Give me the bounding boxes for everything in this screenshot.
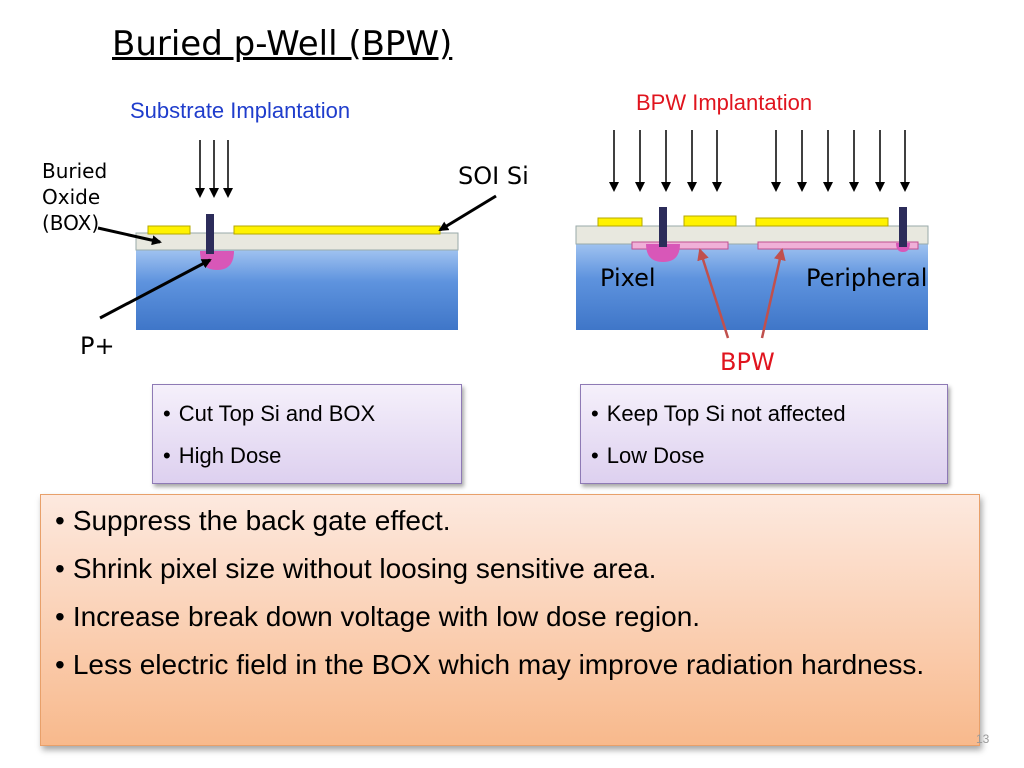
right-contact-1 [659, 207, 667, 247]
substrate-implantation-label: Substrate Implantation [130, 98, 351, 123]
summary-item: Less electric field in the BOX which may… [55, 649, 965, 681]
buried-oxide-label-line: Buried [42, 159, 108, 183]
right-box-layer [575, 225, 929, 245]
right-top-si-2 [683, 215, 737, 227]
summary-item: Increase break down voltage with low dos… [55, 601, 965, 633]
bpw-implant-arrows [609, 130, 910, 192]
summary-box: Suppress the back gate effect. Shrink pi… [40, 494, 980, 746]
left-bullet-box: Cut Top Si and BOX High Dose [152, 384, 462, 484]
box-pointer-arrow [97, 226, 162, 246]
bpw-pointer-arrow-peripheral [760, 248, 786, 339]
pixel-label: Pixel [600, 264, 656, 292]
right-bullet-item: Low Dose [591, 435, 937, 477]
left-substrate [136, 250, 458, 330]
buried-oxide-label-line: (BOX) [42, 211, 100, 235]
right-substrate [576, 244, 928, 330]
right-top-si-1 [597, 217, 643, 227]
p-plus-pointer-arrow [99, 258, 212, 320]
p-plus-label: P+ [80, 332, 115, 360]
right-p-plus-region [646, 244, 680, 262]
soi-pointer-arrow [438, 194, 497, 232]
left-contact [206, 214, 214, 254]
slide-number: 13 [976, 732, 990, 746]
right-top-si-3 [755, 217, 889, 227]
buried-oxide-label: Buried Oxide (BOX) [42, 158, 107, 236]
bpw-implantation-label: BPW Implantation [636, 90, 813, 115]
left-box-layer [135, 232, 459, 251]
substrate-implant-arrows [195, 140, 233, 198]
bpw-label: BPW [720, 348, 775, 376]
left-wafer-structure [135, 214, 459, 330]
peripheral-label: Peripheral [806, 264, 928, 292]
left-bullet-item: High Dose [163, 435, 451, 477]
right-contact-2 [899, 207, 907, 247]
right-bpw-peripheral [757, 241, 919, 250]
left-bullet-item: Cut Top Si and BOX [163, 393, 451, 435]
bpw-pointer-arrow-pixel [697, 248, 730, 339]
buried-oxide-label-line: Oxide [42, 185, 101, 209]
right-wafer-structure [575, 207, 929, 330]
left-top-si-small [147, 225, 191, 235]
page-title: Buried p-Well (BPW) [112, 24, 453, 64]
left-top-si-large [233, 225, 441, 235]
summary-item: Suppress the back gate effect. [55, 505, 965, 537]
right-bpw-pixel [631, 241, 729, 250]
right-bullet-item: Keep Top Si not affected [591, 393, 937, 435]
soi-si-label: SOI Si [458, 162, 529, 190]
summary-item: Shrink pixel size without loosing sensit… [55, 553, 965, 585]
right-bullet-box: Keep Top Si not affected Low Dose [580, 384, 948, 484]
